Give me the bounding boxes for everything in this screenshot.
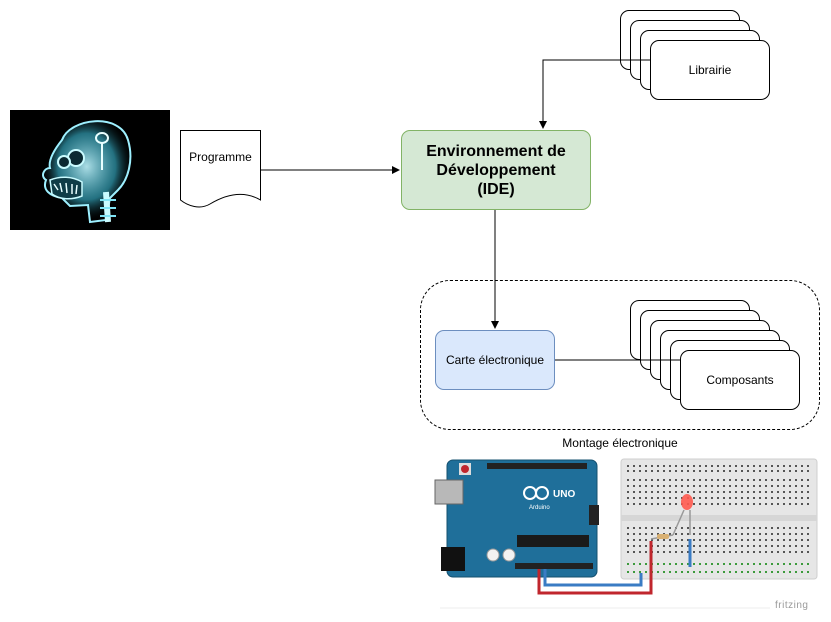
librairie-to-ide-arrow (539, 59, 650, 129)
fritzing-circuit-image: UNO Arduino (434, 458, 818, 609)
arduino-board: UNO Arduino (434, 459, 599, 578)
composants-label: Composants (706, 373, 774, 387)
ide-label-line-3: (IDE) (477, 180, 515, 198)
arduino-uno-text: UNO (553, 489, 575, 500)
xray-head-image (10, 110, 170, 230)
resistor-icon (650, 534, 674, 540)
arduino-logo-icon (523, 486, 549, 500)
led-icon (672, 494, 693, 536)
carte-label: Carte électronique (445, 353, 545, 367)
carte-electronique-box: Carte électronique (435, 330, 555, 390)
programme-document: Programme (180, 130, 261, 210)
wires (537, 569, 653, 595)
montage-container (420, 280, 820, 430)
ide-box: Environnement de Développement (IDE) (401, 130, 591, 210)
ide-label-line-2: Développement (436, 161, 556, 179)
fritzing-label: fritzing (775, 600, 809, 611)
montage-title: Montage électronique (562, 436, 678, 450)
librairie-label: Librairie (688, 63, 732, 77)
arduino-brand-text: Arduino (529, 505, 550, 511)
breadboard (620, 458, 818, 580)
composants-card: Composants (680, 350, 800, 410)
programme-label: Programme (189, 150, 252, 164)
librairie-card: Librairie (650, 40, 770, 100)
ide-label-line-1: Environnement de (426, 142, 566, 160)
